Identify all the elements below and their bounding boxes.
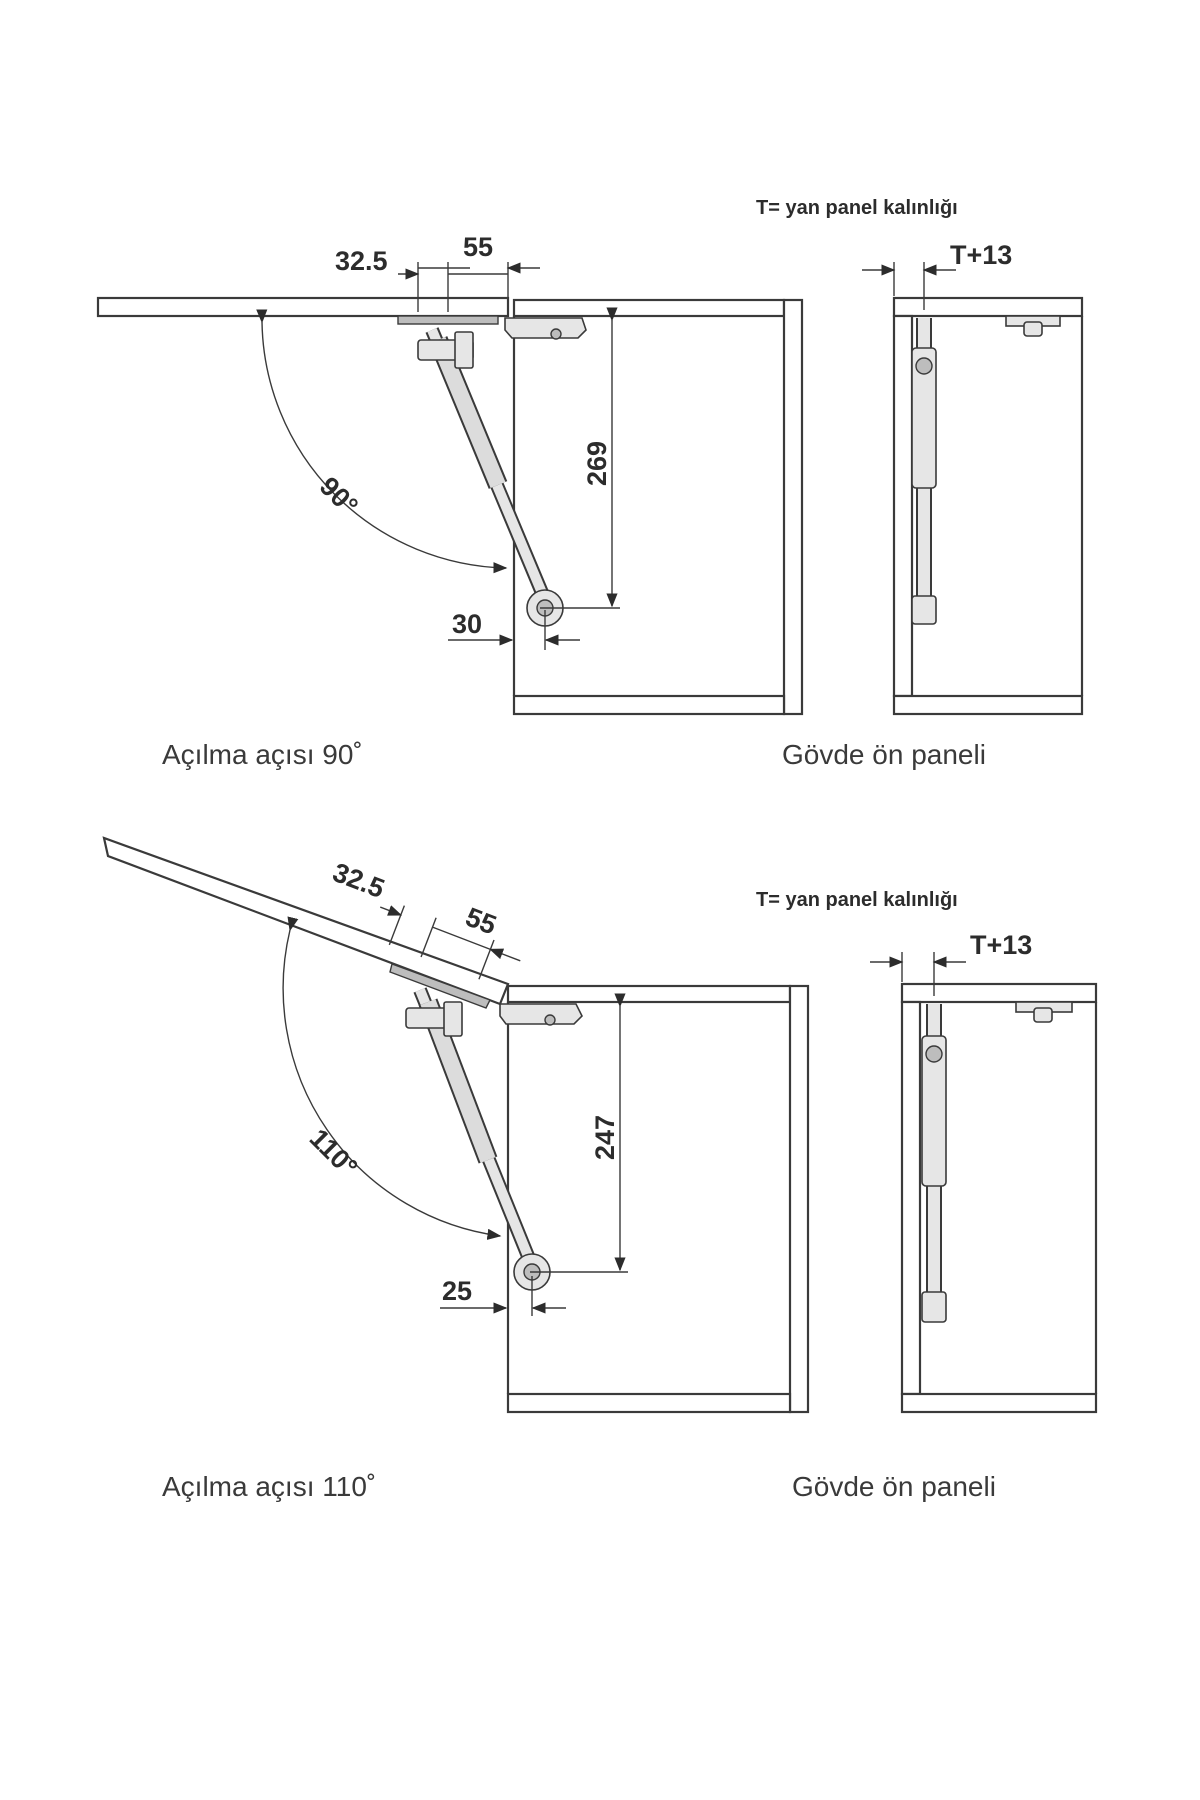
- bottom-note: T= yan panel kalınlığı: [756, 889, 958, 911]
- bottom-front-view: T= yan panel kalınlığı T+13 Gövde ön pan…: [756, 889, 1098, 1502]
- top-front-view: T= yan panel kalınlığı T+13 Gövde ön pan…: [756, 197, 1084, 770]
- top-note: T= yan panel kalınlığı: [756, 197, 958, 219]
- top-caption-right: Gövde ön paneli: [782, 739, 986, 770]
- top-cabinet-side-panel: [782, 298, 804, 716]
- bottom-angle-label: 110°: [304, 1123, 364, 1183]
- top-cabinet-bottom-panel: [512, 694, 786, 716]
- top-dim-offset: 30: [452, 609, 482, 639]
- bottom-dim-a: 32.5: [329, 857, 389, 904]
- bottom-gas-strut: [405, 987, 551, 1291]
- bottom-side-view: 110° 32.5 55 247 25 Açılma açısı 110˚: [102, 836, 810, 1502]
- top-dim-side: T+13: [950, 240, 1012, 270]
- top-mounting-block: [504, 317, 587, 339]
- bottom-lid-panel: [102, 836, 510, 1006]
- top-dim-height: 269: [582, 441, 612, 486]
- bottom-cabinet-side-panel: [788, 984, 810, 1414]
- top-cabinet-top-panel: [512, 298, 786, 318]
- top-caption-left: Açılma açısı 90˚: [162, 739, 363, 770]
- top-dim-b: 55: [463, 232, 493, 262]
- bottom-caption-left: Açılma açısı 110˚: [162, 1471, 376, 1502]
- top-lid-panel: [96, 296, 510, 318]
- top-gas-strut: [417, 327, 564, 627]
- top-side-view: 90° 32.5 55 269 30 Açılma açısı 90˚: [96, 232, 804, 770]
- bottom-dim-height: 247: [590, 1115, 620, 1160]
- bottom-caption-right: Gövde ön paneli: [792, 1471, 996, 1502]
- bottom-dim-b: 55: [462, 902, 501, 941]
- top-lid-bracket: [397, 315, 499, 325]
- bottom-dim-offset: 25: [442, 1276, 472, 1306]
- top-dim-a: 32.5: [335, 246, 388, 276]
- top-angle-arc: [256, 309, 508, 574]
- bottom-dim-side: T+13: [970, 930, 1032, 960]
